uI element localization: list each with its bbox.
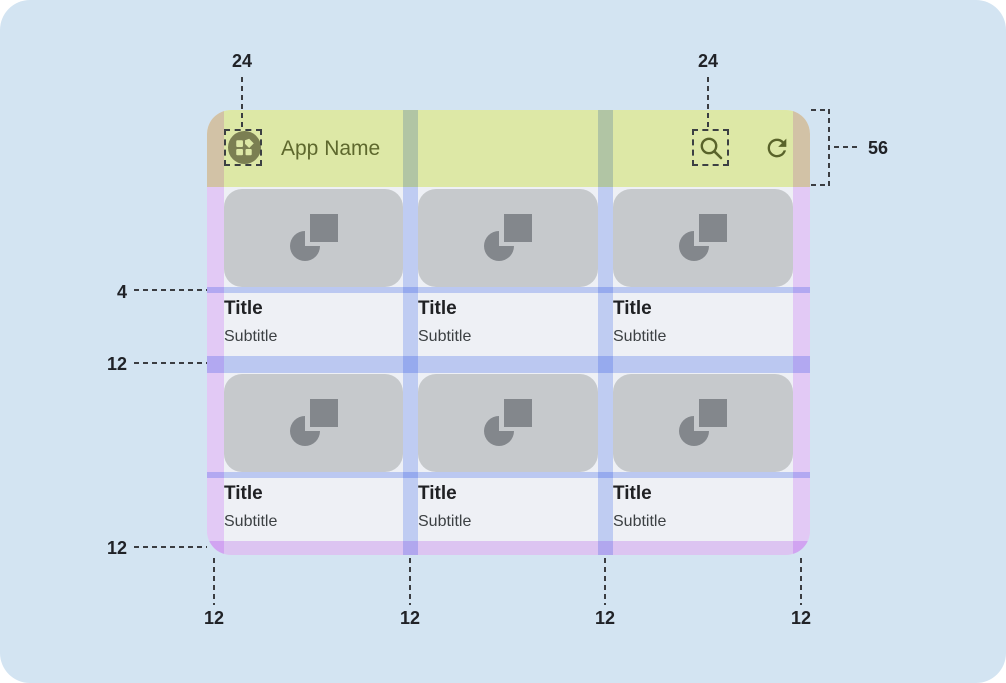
left-margin-overlay — [207, 110, 224, 555]
refresh-icon — [767, 138, 787, 158]
annotation-icon-size-right: 24 — [697, 51, 719, 71]
dashed-leader-line — [800, 558, 802, 605]
card-title: Title — [418, 298, 457, 319]
card-title: Title — [224, 483, 263, 504]
annotation-appbar-height: 56 — [868, 138, 889, 158]
gutter-overlay — [403, 110, 418, 555]
icon-measure-box-left — [224, 129, 262, 166]
annotation-icon-size-left: 24 — [231, 51, 253, 71]
refresh-button[interactable] — [763, 134, 791, 162]
card-image[interactable] — [418, 189, 598, 287]
bracket-tick-bottom — [811, 184, 830, 186]
search-icon — [700, 137, 723, 160]
dashed-leader-line — [241, 77, 243, 127]
annotation-row-gap: 12 — [106, 354, 127, 374]
top-app-bar — [207, 110, 810, 187]
card-text-block: Title Subtitle — [418, 481, 598, 532]
bracket-line — [828, 109, 830, 186]
annotation-image-text-gap: 4 — [116, 282, 127, 302]
bracket-tick-top — [811, 109, 830, 111]
card-image[interactable] — [613, 189, 793, 287]
card-subtitle: Subtitle — [613, 328, 667, 345]
image-placeholder-icon — [679, 214, 727, 261]
card-text-block: Title Subtitle — [418, 296, 598, 347]
right-margin-overlay — [793, 110, 810, 555]
card-subtitle: Subtitle — [418, 513, 472, 530]
gutter-overlay — [598, 110, 613, 555]
image-placeholder-icon — [484, 399, 532, 446]
image-placeholder-icon — [289, 399, 338, 446]
dashed-leader-line — [409, 558, 411, 605]
annotation-gutter-width: 12 — [399, 608, 421, 628]
search-button[interactable] — [696, 133, 726, 163]
card-subtitle: Subtitle — [224, 328, 278, 345]
bottom-margin-overlay — [207, 541, 810, 555]
dashed-leader-line — [134, 362, 207, 364]
card-text-block: Title Subtitle — [224, 481, 403, 532]
dashed-leader-line — [604, 558, 606, 605]
image-text-gap-overlay — [207, 472, 810, 478]
dashed-leader-line — [213, 558, 215, 605]
card-image[interactable] — [224, 374, 403, 472]
image-placeholder-icon — [679, 399, 727, 446]
dashed-leader-line — [707, 77, 709, 127]
card-title: Title — [224, 298, 263, 319]
image-placeholder-icon — [484, 214, 532, 261]
card-text-block: Title Subtitle — [613, 296, 793, 347]
card-title: Title — [613, 483, 652, 504]
dashed-leader-line — [134, 289, 207, 291]
card-subtitle: Subtitle — [418, 328, 472, 345]
row-gap-overlay — [207, 356, 810, 373]
dashboard-logo-icon — [236, 138, 254, 156]
card-text-block: Title Subtitle — [613, 481, 793, 532]
app-logo-button[interactable] — [228, 131, 261, 164]
dashed-leader-line — [134, 546, 207, 548]
card-image[interactable] — [418, 374, 598, 472]
image-placeholder-icon — [289, 214, 338, 261]
dashed-leader-line — [834, 146, 861, 148]
app-name-title: App Name — [281, 137, 381, 160]
annotation-bottom-margin: 12 — [106, 538, 127, 558]
card-image[interactable] — [613, 374, 793, 472]
annotation-margin-width: 12 — [790, 608, 812, 628]
card-title: Title — [418, 483, 457, 504]
annotation-gutter-width: 12 — [594, 608, 616, 628]
card-subtitle: Subtitle — [613, 513, 667, 530]
annotation-margin-width: 12 — [203, 608, 225, 628]
card-text-block: Title Subtitle — [224, 296, 403, 347]
app-mockup: Title Subtitle Title Subtitle Title Subt… — [207, 110, 810, 555]
image-text-gap-overlay — [207, 287, 810, 293]
card-subtitle: Subtitle — [224, 513, 278, 530]
icon-measure-box-search — [692, 129, 729, 166]
card-title: Title — [613, 298, 652, 319]
card-image[interactable] — [224, 189, 403, 287]
